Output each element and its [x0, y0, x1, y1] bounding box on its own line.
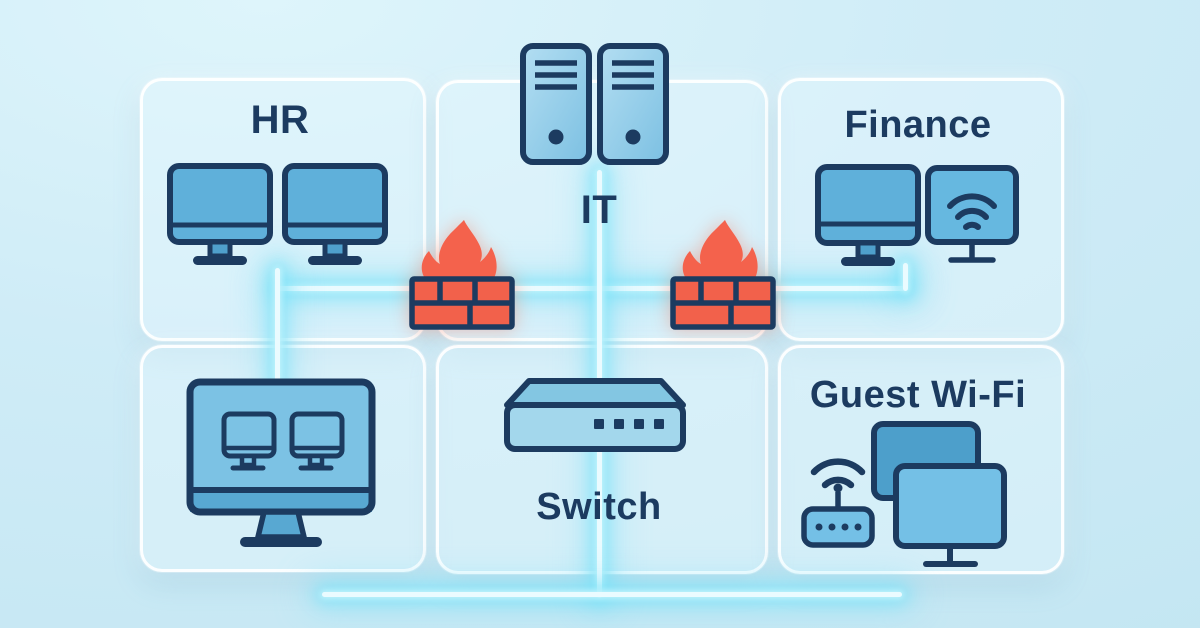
workstation-monitor-icon: [186, 378, 376, 547]
zone-label-switch: Switch: [536, 486, 662, 528]
zone-label-it: IT: [580, 188, 618, 232]
connection-line-horizontal-bus: [277, 286, 907, 291]
wifi-display-icon: [925, 165, 1019, 263]
connection-line-finance-stub: [903, 263, 908, 291]
server-tower-icon: [520, 43, 592, 165]
zone-panel-switch: [436, 345, 768, 574]
firewall-icon: [670, 220, 776, 330]
server-tower-icon: [597, 43, 669, 165]
desktop-monitor-icon: [167, 163, 273, 265]
desktop-monitor-icon: [815, 164, 921, 266]
router-icon: [801, 506, 875, 548]
network-switch-icon: [504, 378, 686, 452]
connection-line-bottom-bus: [322, 592, 902, 597]
desktop-monitor-icon: [282, 163, 388, 265]
zone-label-finance: Finance: [844, 104, 992, 146]
wifi-waves-icon: [810, 458, 866, 476]
firewall-icon: [409, 220, 515, 330]
zone-label-hr: HR: [250, 98, 310, 142]
connection-line-hr-drop: [275, 268, 280, 388]
monitor-screen-icon: [893, 463, 1007, 549]
zone-label-guest: Guest Wi-Fi: [809, 374, 1027, 416]
guest-devices-icon: [801, 421, 1007, 567]
